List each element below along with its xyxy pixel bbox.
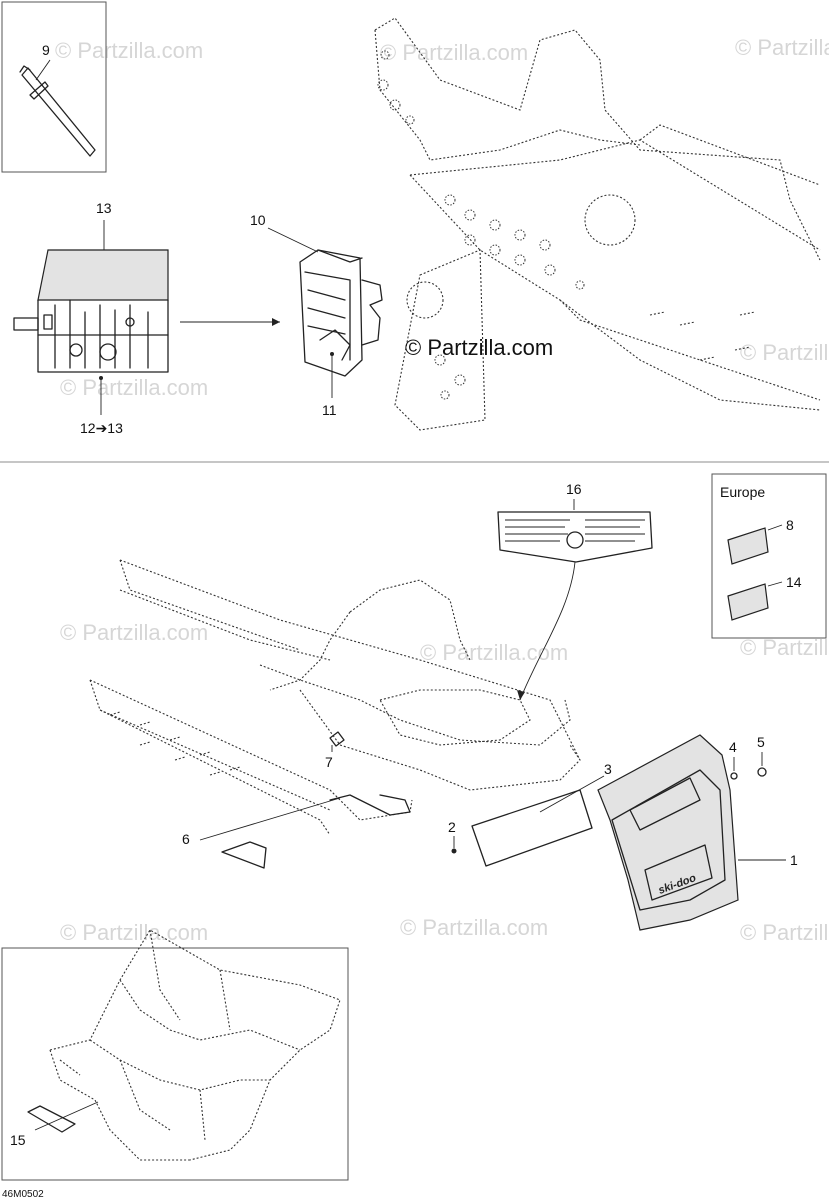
callout-2: 2 <box>448 819 456 835</box>
watermark: © Partzilla.com <box>740 340 829 365</box>
watermark-prominent: © Partzilla.com <box>405 335 553 360</box>
watermark-layer: © Partzilla.com © Partzilla.com © Partzi… <box>55 35 829 945</box>
inset-box-part-15: 15 <box>1 929 349 1181</box>
callout-13: 13 <box>96 200 112 216</box>
callout-8: 8 <box>786 517 794 533</box>
watermark: © Partzilla.com <box>420 640 568 665</box>
snow-flap-1: ski-doo 1 4 5 <box>597 734 798 931</box>
callout-12-to-13: 12➔13 <box>80 420 123 436</box>
watermark: © Partzilla.com <box>60 920 208 945</box>
callout-4: 4 <box>729 739 737 755</box>
inset-box-part-9: 9 <box>1 1 107 173</box>
callout-11: 11 <box>322 402 337 418</box>
callout-9: 9 <box>42 42 50 58</box>
callout-7: 7 <box>325 754 333 770</box>
callout-16: 16 <box>566 481 582 497</box>
watermark: © Partzilla.com <box>60 620 208 645</box>
callout-15: 15 <box>10 1132 26 1148</box>
tool-box-assembly: 10 11 <box>250 212 383 418</box>
warning-decal-16: 16 <box>497 481 653 701</box>
europe-inset-box: Europe 8 14 <box>711 473 827 639</box>
callout-10: 10 <box>250 212 266 228</box>
europe-label: Europe <box>720 484 765 500</box>
tool-kit-assembly: 13 12➔13 <box>13 200 280 436</box>
callout-1: 1 <box>790 852 798 868</box>
watermark: © Partzilla.com <box>60 375 208 400</box>
rear-tunnel-assembly: 7 6 <box>89 559 581 869</box>
diagram-code: 46M0502 <box>2 1189 44 1200</box>
watermark: © Partzilla.com <box>400 915 548 940</box>
watermark: © Partzilla.com <box>735 35 829 60</box>
watermark: © Partzilla.com <box>740 635 829 660</box>
callout-14: 14 <box>786 574 802 590</box>
watermark: © Partzilla.com <box>740 920 829 945</box>
watermark: © Partzilla.com <box>55 38 203 63</box>
plate-and-screw: 3 2 <box>448 761 612 867</box>
callout-6: 6 <box>182 831 190 847</box>
tunnel-frame: © Partzilla.com <box>374 17 821 431</box>
callout-3: 3 <box>604 761 612 777</box>
watermark: © Partzilla.com <box>380 40 528 65</box>
callout-5: 5 <box>757 734 765 750</box>
